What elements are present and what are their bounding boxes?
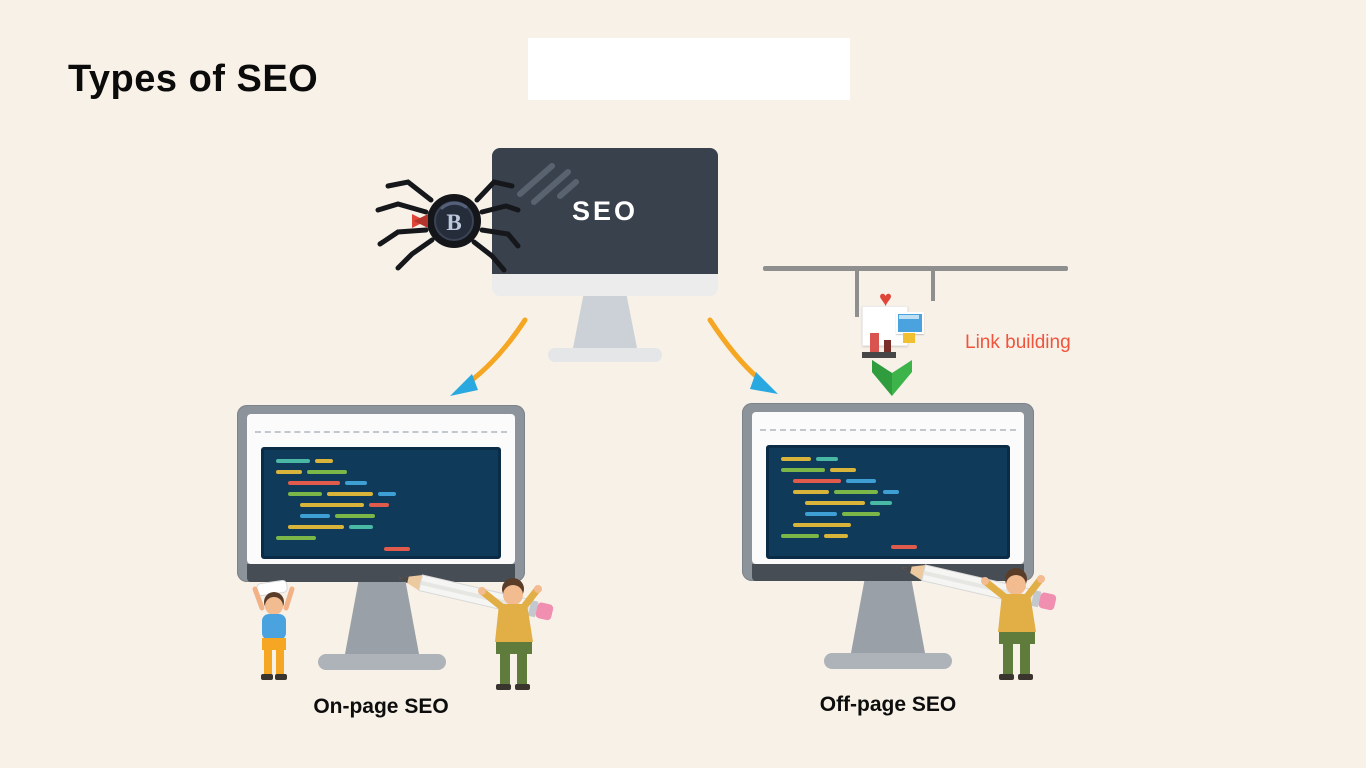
seo-monitor-screen: SEO [492,148,718,274]
crawler-spider-icon: B [375,179,521,273]
red-bar-icon [870,333,879,358]
browser-window-icon [896,312,924,334]
watermark-area [528,38,850,100]
seo-monitor-base [548,348,662,362]
yellow-chip-icon [903,333,915,343]
arrow-right-icon [707,317,778,394]
code-line [288,492,488,496]
hanger-right-rod [931,271,935,301]
page-title: Types of SEO [68,58,319,100]
code-line [781,468,997,472]
code-line [276,536,488,540]
onpage-monitor-chin [247,564,515,582]
heart-icon: ♥ [879,286,893,311]
gray-strip-icon [862,352,896,358]
code-line [288,481,488,485]
onpage-code-panel [261,447,501,559]
crawler-badge-letter: B [446,210,461,235]
code-line [805,501,997,505]
seo-monitor-chin [492,274,718,296]
screen-glare-dashes [517,163,579,205]
dark-bar-icon [884,340,891,357]
code-line [276,459,488,463]
code-line [384,547,488,551]
cheering-person [252,580,295,680]
code-line [276,470,488,474]
code-line [793,479,997,483]
pencil-person-right [902,564,1057,680]
code-line [805,512,997,516]
code-line [300,514,488,518]
spider-red-mark-2 [414,214,428,228]
code-line [781,534,997,538]
code-line [781,457,997,461]
code-line [891,545,997,549]
code-line [300,503,488,507]
arrow-left-icon [450,317,528,396]
offpage-monitor-base [824,653,952,669]
link-hanging-bar [763,266,1068,271]
branch-arrows [450,317,778,396]
code-line [793,490,997,494]
spider-legs [375,179,521,273]
onpage-monitor-stand [345,582,419,654]
offpage-screen-dashed-line [760,429,1016,431]
hanger-left-rod [855,271,859,317]
onpage-screen-dashed-line [255,431,507,433]
onpage-monitor-base [318,654,446,670]
link-building-label: Link building [965,332,1071,353]
seo-monitor-stand [573,296,637,348]
green-down-arrow-icon [872,360,912,396]
seo-screen-label: SEO [571,195,639,226]
offpage-code-panel [766,445,1010,559]
code-line [288,525,488,529]
pencil-person-left [399,574,554,690]
offpage-monitor-stand [851,581,925,653]
onpage-caption: On-page SEO [313,695,449,718]
code-line [793,523,997,527]
offpage-caption: Off-page SEO [819,693,957,716]
